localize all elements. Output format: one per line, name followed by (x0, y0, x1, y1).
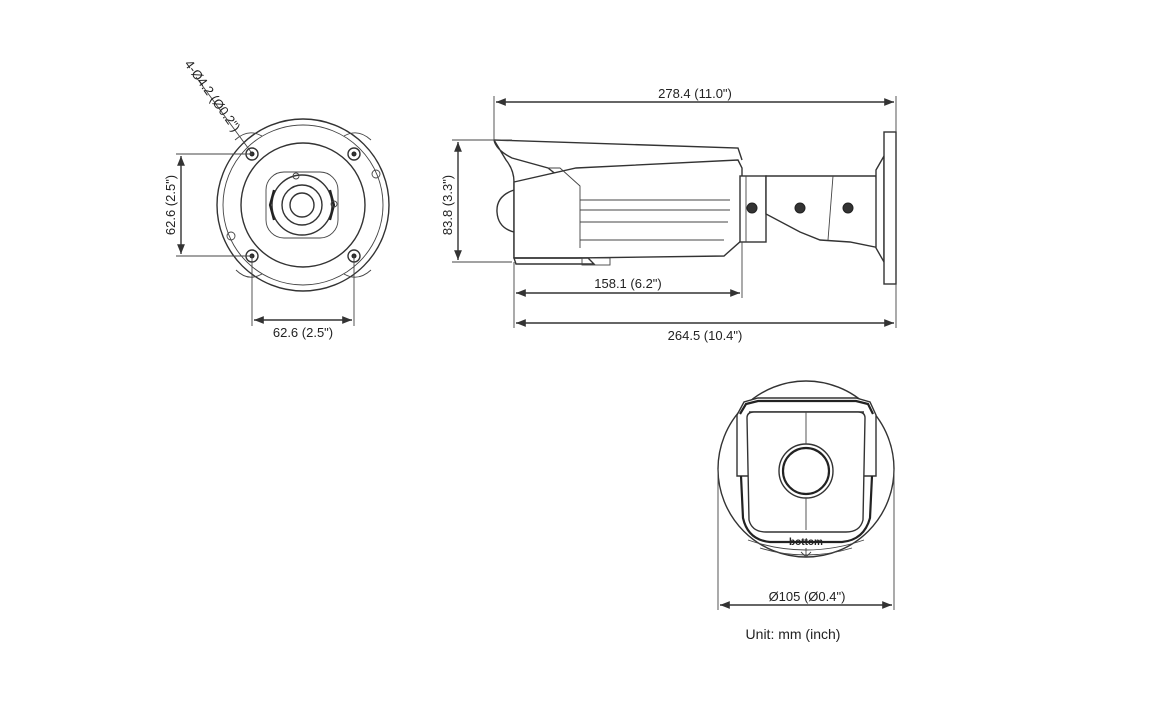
diameter-dimension: Ø105 (Ø0.4") (717, 469, 895, 610)
diameter-label: Ø105 (Ø0.4") (769, 589, 846, 604)
front-to-bracket-label: 158.1 (6.2") (594, 276, 662, 291)
mount-plate-view (195, 76, 390, 292)
mount-width-label: 62.6 (2.5") (273, 325, 333, 340)
camera-front-view: bottom (717, 380, 895, 558)
overall-length-label: 278.4 (11.0") (658, 86, 732, 101)
body-height-label: 83.8 (3.3") (440, 175, 455, 235)
bottom-label: bottom (789, 537, 823, 548)
mounting-holes (226, 147, 381, 263)
body-height-dimension: 83.8 (3.3") (440, 139, 512, 263)
unit-note: Unit: mm (inch) (746, 626, 841, 642)
mount-width-dimension: 62.6 (2.5") (251, 256, 355, 340)
base-length-label: 264.5 (10.4") (668, 328, 743, 343)
mount-height-label: 62.6 (2.5") (163, 175, 178, 235)
front-to-bracket-dimension: 158.1 (6.2") (513, 242, 743, 328)
base-length-dimension: 264.5 (10.4") (516, 284, 897, 343)
hole-spec-label: 4-Ø4.2 (Ø0.2") (182, 57, 244, 134)
camera-side-view (493, 131, 897, 285)
overall-length-dimension: 278.4 (11.0") (493, 86, 897, 140)
mount-height-dimension: 62.6 (2.5") (163, 153, 252, 257)
